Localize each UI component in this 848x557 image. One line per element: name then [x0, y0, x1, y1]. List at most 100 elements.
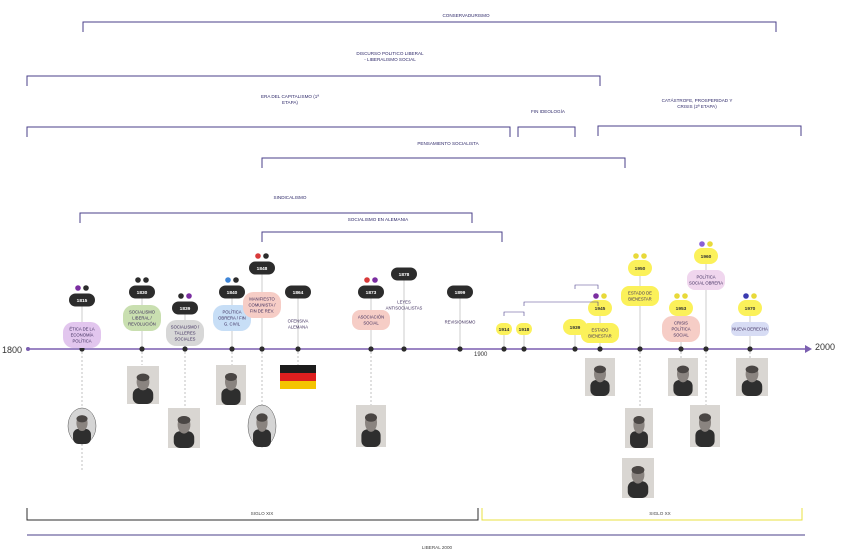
- event-marker: [295, 346, 300, 351]
- category-dot: [601, 293, 607, 299]
- period-bracket-line: [83, 22, 776, 32]
- event-marker: [637, 346, 642, 351]
- category-dot: [263, 253, 269, 259]
- category-dot: [143, 277, 149, 283]
- year-label: 1939: [570, 325, 581, 331]
- category-dot: [83, 285, 89, 291]
- period-bracket-line: [518, 127, 575, 137]
- category-dot: [135, 277, 141, 283]
- event-caption: ESTADOBIENESTAR: [588, 328, 611, 339]
- period-sindicalismo: SINDICALISMO: [80, 195, 472, 223]
- category-dot: [699, 241, 705, 247]
- category-dot: [255, 253, 261, 259]
- year-label: 1873: [366, 290, 377, 296]
- event-marker: [401, 346, 406, 351]
- event-1878: 1878LEYESANTISOCIALISTAS: [386, 268, 423, 352]
- portrait-1945: [585, 358, 615, 396]
- portrait-1970: [736, 358, 768, 396]
- event-marker: [521, 346, 526, 351]
- portrait-1950b: [622, 458, 654, 498]
- category-dot: [178, 293, 184, 299]
- year-label: 1899: [455, 290, 466, 296]
- event-marker: [678, 346, 683, 351]
- event-marker: [747, 346, 752, 351]
- event-marker: [368, 346, 373, 351]
- event-caption: CRISISPOLÍTICASOCIAL: [671, 321, 690, 338]
- year-label: 1830: [137, 290, 148, 296]
- event-1918: 1918: [516, 323, 532, 352]
- year-label: 1815: [77, 298, 88, 304]
- axis-arrow-icon: [805, 345, 812, 353]
- event-marker: [139, 346, 144, 351]
- timeline-axis: 1800 2000 1900: [2, 342, 835, 358]
- year-label: 1840: [227, 290, 238, 296]
- period-bracket-line: [262, 158, 625, 168]
- portraits-layer: [68, 358, 768, 498]
- year-label: 1914: [499, 327, 510, 333]
- period-label: FIN IDEOLOGÍA: [531, 108, 566, 114]
- event-marker: [457, 346, 462, 351]
- period-label: DISCURSO POLITICO LIBERAL- LIBERALISMO S…: [356, 51, 424, 62]
- event-marker: [259, 346, 264, 351]
- minor-brackets: [504, 285, 598, 316]
- minor-bracket: [575, 285, 598, 289]
- category-dot: [186, 293, 192, 299]
- era-siglo-xx: SIGLO XX: [482, 508, 802, 520]
- germany-flag-icon: [280, 365, 316, 389]
- axis-end-label: 2000: [815, 342, 835, 352]
- year-label: 1848: [257, 266, 268, 272]
- portrait-1840: [216, 365, 246, 405]
- year-label: 1960: [701, 254, 712, 260]
- event-marker: [229, 346, 234, 351]
- category-dot: [225, 277, 231, 283]
- period-bracket-line: [27, 76, 600, 86]
- period-label: SINDICALISMO: [274, 195, 307, 200]
- period-socialismo-alemania: SOCIALISMO EN ALEMANIA: [262, 217, 502, 242]
- period-label: ERA DEL CAPITALISMO (1ªETAPA): [261, 94, 319, 105]
- event-1953: 1953CRISISPOLÍTICASOCIAL: [662, 293, 700, 365]
- period-label: SOCIALISMO EN ALEMANIA: [348, 217, 409, 222]
- portrait-1839: [168, 408, 200, 448]
- footer-label: LIBERAL 2000: [422, 545, 453, 550]
- period-pensamiento-socialista: PENSAMIENTO SOCIALISTA: [262, 141, 625, 168]
- year-label: 1864: [293, 290, 304, 296]
- category-dot: [75, 285, 81, 291]
- period-fin-ideologia: FIN IDEOLOGÍA: [518, 108, 575, 137]
- period-label: PENSAMIENTO SOCIALISTA: [417, 141, 479, 146]
- axis-mid-label: 1900: [474, 352, 488, 358]
- axis-start-dot: [26, 347, 30, 351]
- category-dot: [682, 293, 688, 299]
- portrait-1953: [668, 358, 698, 396]
- period-conservadurismo: CONSERVADURISMO: [83, 13, 776, 32]
- period-label: CATÁSTROFE, PROSPERIDAD YCRISIS (2ª ETAP…: [662, 97, 733, 109]
- year-label: 1950: [635, 266, 646, 272]
- period-bracket-line: [27, 127, 510, 137]
- category-dot: [364, 277, 370, 283]
- portrait-1830: [127, 366, 159, 404]
- period-catastrofe: CATÁSTROFE, PROSPERIDAD YCRISIS (2ª ETAP…: [598, 97, 801, 136]
- category-dot: [233, 277, 239, 283]
- portrait-1848: [248, 405, 276, 447]
- portrait-1950a: [625, 408, 653, 448]
- year-label: 1839: [180, 306, 191, 312]
- event-1864: 1864OFENSIVAALEMANA: [285, 286, 311, 371]
- minor-bracket: [504, 312, 524, 316]
- period-bracket-line: [80, 213, 472, 223]
- year-label: 1918: [519, 327, 530, 333]
- event-marker: [501, 346, 506, 351]
- category-dot: [372, 277, 378, 283]
- period-bracket-line: [598, 126, 801, 136]
- event-marker: [703, 346, 708, 351]
- period-liberalismo-social: DISCURSO POLITICO LIBERAL- LIBERALISMO S…: [27, 51, 600, 86]
- year-label: 1953: [676, 306, 687, 312]
- portrait-1960: [690, 405, 720, 447]
- category-dot: [743, 293, 749, 299]
- event-caption: MANIFIESTOCOMUNISTA /FIN DE REV.: [249, 297, 277, 314]
